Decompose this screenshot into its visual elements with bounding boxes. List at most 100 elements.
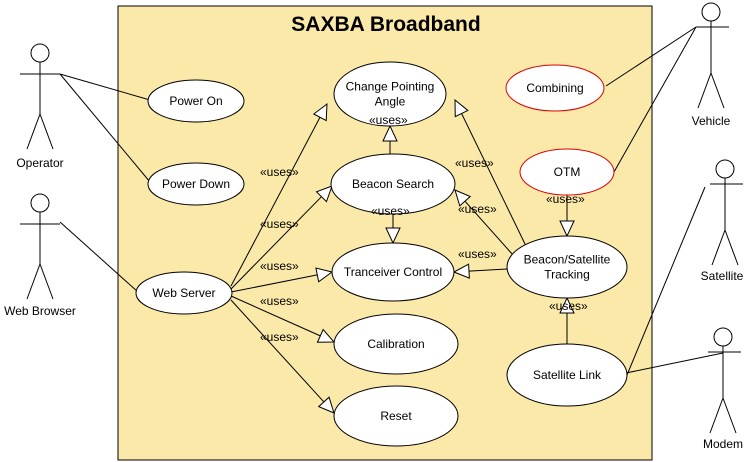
use-case-web-server[interactable]: Web Server <box>135 271 233 315</box>
actor-label: Vehicle <box>692 114 731 128</box>
uses-line <box>464 200 514 256</box>
use-case-tranceiver[interactable]: Tranceiver Control <box>331 242 455 302</box>
use-case-ellipse <box>519 148 615 196</box>
system-title: SAXBA Broadband <box>291 13 480 36</box>
uses-arrowhead <box>454 98 469 118</box>
use-case-ellipse <box>506 343 628 407</box>
use-case-ellipse <box>147 79 245 123</box>
uses-label: «uses» <box>260 217 299 231</box>
use-case-calibration[interactable]: Calibration <box>333 313 459 375</box>
use-case-reset[interactable]: Reset <box>333 385 459 447</box>
actor-web-browser[interactable]: Web Browser <box>4 193 76 318</box>
use-case-label: Calibration <box>367 337 424 351</box>
use-case-label: Combining <box>526 81 583 95</box>
uses-arrowhead <box>454 189 472 207</box>
use-case-label: Tranceiver Control <box>344 265 442 279</box>
uses-label: «uses» <box>546 192 585 206</box>
uses-arrowhead <box>559 220 575 238</box>
uses-line <box>230 299 325 403</box>
uses-label: «uses» <box>260 330 299 344</box>
association-satellite-satellite_link <box>626 186 706 376</box>
uses-label: «uses» <box>371 204 410 218</box>
uses-label: «uses» <box>549 299 588 313</box>
actor-satellite[interactable]: Satellite <box>701 159 744 283</box>
use-case-combining[interactable]: Combining <box>505 64 605 112</box>
association-operator-power_on <box>59 73 151 101</box>
uses-web_server-to-reset <box>230 299 335 414</box>
uses-label: «uses» <box>455 156 494 170</box>
actor-operator[interactable]: Operator <box>16 43 64 170</box>
use-case-ellipse <box>333 61 447 127</box>
use-case-ellipse <box>330 153 456 215</box>
use-case-label: Power Down <box>162 177 230 191</box>
uses-relationships <box>230 98 575 414</box>
uses-tracking-to-beacon_search <box>454 189 514 256</box>
association-lines <box>59 26 724 376</box>
uses-arrowhead <box>312 102 328 122</box>
uses-otm-to-tracking <box>559 195 575 238</box>
use-case-satellite-link[interactable]: Satellite Link <box>506 343 628 407</box>
actor-vehicle[interactable]: Vehicle <box>692 2 731 128</box>
uses-arrowhead <box>317 396 335 414</box>
actor-label: Satellite <box>701 269 744 283</box>
uses-arrowhead <box>559 296 575 314</box>
use-case-label: Angle <box>375 95 406 109</box>
uses-tracking-to-change_pointing <box>454 98 527 247</box>
uses-satellite_link-to-tracking <box>559 296 575 344</box>
uses-web_server-to-calibration <box>230 295 336 343</box>
use-case-label: OTM <box>554 165 581 179</box>
use-case-beacon-search[interactable]: Beacon Search <box>330 153 456 215</box>
uses-label: «uses» <box>458 202 497 216</box>
uses-line <box>230 196 322 290</box>
stick-figure-icon <box>20 43 60 150</box>
use-case-ellipse <box>147 162 245 206</box>
uses-web_server-to-tranceiver <box>230 267 334 293</box>
stick-figure-icon <box>708 327 741 434</box>
actor-modem[interactable]: Modem <box>703 327 743 451</box>
uses-beacon_search-to-tranceiver <box>385 214 401 245</box>
uses-arrowhead <box>452 263 470 279</box>
uses-line <box>230 117 321 287</box>
uses-labels: «uses» «uses» «uses» «uses» «uses» «uses» «use… <box>260 113 588 344</box>
uses-beacon_search-to-change_pointing <box>382 124 398 154</box>
association-modem-satellite_link <box>625 352 724 374</box>
association-web_browser-web_server <box>59 221 139 293</box>
uses-label: «uses» <box>369 113 408 127</box>
use-case-ellipse <box>333 385 459 447</box>
actor-label: Operator <box>16 156 63 170</box>
use-case-ellipse <box>331 242 455 302</box>
uses-label: «uses» <box>260 294 299 308</box>
uses-tracking-to-tranceiver <box>452 263 508 279</box>
association-operator-power_down <box>59 73 151 183</box>
uses-label: «uses» <box>458 247 497 261</box>
association-vehicle-otm <box>613 26 697 173</box>
uses-arrowhead <box>382 124 398 142</box>
use-case-label: Beacon Search <box>352 177 434 191</box>
use-case-ellipse <box>506 235 628 299</box>
uses-arrowhead <box>315 267 334 283</box>
use-case-power-down[interactable]: Power Down <box>147 162 245 206</box>
use-case-otm[interactable]: OTM <box>519 148 615 196</box>
uses-web_server-to-change_pointing <box>230 102 328 287</box>
use-case-power-on[interactable]: Power On <box>147 79 245 123</box>
stick-figure-icon <box>710 159 743 266</box>
use-case-ellipse <box>505 64 605 112</box>
use-case-ellipse <box>135 271 233 315</box>
uses-line <box>230 295 321 337</box>
uses-web_server-to-beacon_search <box>230 185 333 290</box>
use-case-label: Power On <box>169 94 222 108</box>
actor-label: Web Browser <box>4 304 76 318</box>
uses-line <box>468 268 508 272</box>
stick-figure-icon <box>20 193 60 300</box>
use-case-label: Web Server <box>152 286 215 300</box>
actor-label: Modem <box>703 437 743 451</box>
uses-arrowhead <box>316 328 336 343</box>
use-case-label: Change Pointing <box>346 80 435 94</box>
uses-arrowhead <box>315 185 333 203</box>
use-case-label: Tracking <box>544 268 590 282</box>
